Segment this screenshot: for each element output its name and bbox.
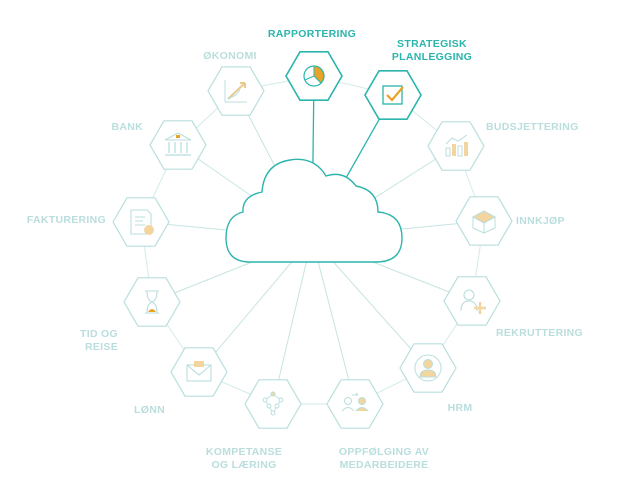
label-budsjettering-line1: BUDSJETTERING	[486, 121, 579, 133]
hexagon-kompetanse	[244, 379, 302, 429]
invoice-icon	[130, 209, 154, 235]
label-strategisk-planlegging-line2: PLANLEGGING	[391, 51, 473, 63]
label-kompetanse-line1: KOMPETANSE	[205, 446, 283, 458]
label-innkjop-line1: INNKJØP	[516, 215, 565, 227]
envelope-icon	[186, 361, 212, 382]
label-rapportering: RAPPORTERING	[268, 28, 356, 41]
label-hrm: HRM	[448, 402, 473, 415]
box-icon	[471, 210, 497, 234]
network-icon	[262, 391, 284, 416]
label-bank-line1: BANK	[111, 121, 143, 133]
label-rekruttering-line1: REKRUTTERING	[496, 327, 584, 339]
node-rekruttering[interactable]	[443, 276, 501, 326]
node-innkjop[interactable]	[455, 196, 513, 246]
node-budsjettering[interactable]	[427, 121, 485, 171]
label-rapportering-line1: RAPPORTERING	[267, 28, 357, 40]
node-kompetanse[interactable]	[244, 379, 302, 429]
spoke-kompetanse	[272, 237, 313, 405]
label-lonn-line1: LØNN	[134, 404, 165, 416]
node-lonn[interactable]	[170, 347, 228, 397]
cloud-icon	[225, 158, 403, 263]
label-innkjop: INNKJØP	[516, 215, 565, 228]
label-fakturering: FAKTURERING	[27, 214, 106, 227]
label-hrm-line1: HRM	[447, 402, 473, 414]
trend-chart-icon	[224, 80, 247, 103]
add-person-icon	[460, 289, 486, 314]
label-rekruttering: REKRUTTERING	[496, 327, 583, 340]
hourglass-icon	[145, 290, 159, 314]
hexagon-oppfolging	[326, 379, 384, 429]
label-okonomi-line1: ØKONOMI	[203, 50, 257, 62]
spoke-oppfolging	[311, 237, 356, 405]
checkbox-icon	[382, 85, 404, 105]
bank-icon	[164, 132, 192, 156]
label-budsjettering: BUDSJETTERING	[486, 121, 579, 134]
label-bank: BANK	[111, 121, 143, 134]
label-kompetanse-line2: OG LÆRING	[211, 459, 277, 471]
hexagon-fakturering	[112, 197, 170, 247]
hexagon-lonn	[170, 347, 228, 397]
label-fakturering-line1: FAKTURERING	[26, 214, 106, 226]
node-fakturering[interactable]	[112, 197, 170, 247]
label-oppfolging-line1: OPPFØLGING AV	[338, 446, 430, 458]
label-tid-og-reise-line2: REISE	[84, 341, 118, 353]
node-okonomi[interactable]	[207, 66, 265, 116]
label-strategisk-planlegging-line1: STRATEGISK	[397, 38, 467, 50]
node-rapportering[interactable]	[285, 50, 343, 101]
node-oppfolging[interactable]	[326, 379, 384, 429]
node-tid-og-reise[interactable]	[123, 277, 181, 327]
node-strategisk-planlegging[interactable]	[364, 70, 422, 120]
label-tid-og-reise-line1: TID OG	[80, 328, 118, 340]
label-oppfolging-line2: MEDARBEIDERE	[339, 459, 429, 471]
bar-chart-icon	[445, 134, 468, 157]
label-okonomi: ØKONOMI	[203, 50, 256, 63]
follow-up-icon	[341, 392, 369, 412]
people-icon	[414, 354, 442, 382]
node-hrm[interactable]	[399, 343, 457, 393]
node-bank[interactable]	[149, 120, 207, 170]
hexagon-bank	[149, 120, 207, 170]
label-lonn: LØNN	[134, 404, 165, 417]
pie-chart-icon	[303, 65, 325, 87]
